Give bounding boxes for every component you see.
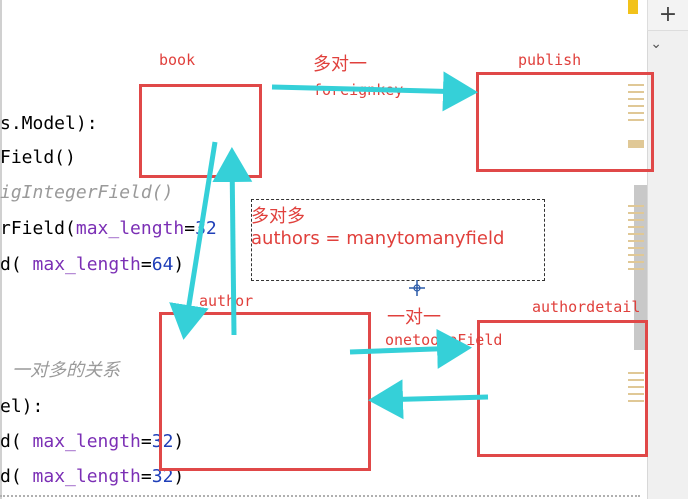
many-to-one-label: 多对一: [313, 54, 367, 75]
m2m-field-label: authors = manytomanyfield: [251, 228, 505, 249]
crosshair-cursor-icon: [409, 280, 425, 296]
arrow-book-to-author: [169, 141, 218, 340]
arrow-authordetail-to-author: [368, 379, 489, 420]
code-line-1[interactable]: s.Model):: [0, 113, 98, 134]
gutter-mark-block: [628, 140, 644, 148]
publish-box: [476, 72, 654, 172]
authordetail-label: authordetail: [532, 298, 641, 316]
gutter-marks-mid: [628, 205, 644, 275]
many-to-many-box: [251, 199, 545, 281]
code-comment: 一对多的关系: [12, 360, 120, 381]
authordetail-box: [477, 320, 648, 457]
bookmark-marker: [628, 0, 638, 14]
gutter-marks-top: [628, 84, 644, 126]
arrow-book-to-publish: [271, 71, 478, 112]
publish-label: publish: [518, 51, 582, 69]
book-label: book: [159, 51, 196, 69]
code-line-3[interactable]: igIntegerField(): [0, 182, 174, 203]
code-line-8[interactable]: d( max_length=32): [0, 466, 185, 487]
book-box: [139, 84, 262, 178]
gutter-marks-bottom: [628, 372, 644, 407]
code-line-2[interactable]: Field(): [0, 147, 76, 168]
arrow-author-to-authordetail: [349, 328, 472, 369]
editor-left-edge: [0, 0, 2, 499]
code-line-5[interactable]: d( max_length=64): [0, 254, 185, 275]
editor-bottom-border: [0, 495, 640, 497]
one-to-one-label: 一对一: [387, 307, 441, 328]
code-line-6[interactable]: el):: [0, 396, 44, 417]
chevron-down-icon[interactable]: ⌄: [650, 36, 662, 52]
author-label: author: [199, 292, 254, 310]
add-icon[interactable]: +: [647, 0, 688, 31]
many-to-many-label: 多对多: [251, 206, 305, 227]
code-line-7[interactable]: d( max_length=32): [0, 431, 185, 452]
arrow-author-to-book: [212, 147, 253, 336]
